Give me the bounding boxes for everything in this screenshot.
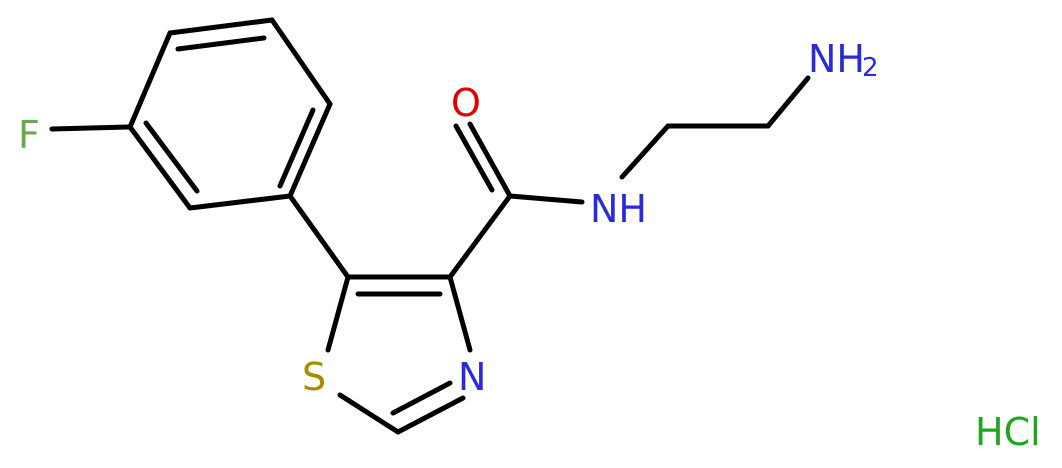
bond bbox=[395, 395, 466, 435]
fluorine-label: F bbox=[18, 113, 40, 157]
double-bond-inner bbox=[175, 35, 267, 52]
bond bbox=[269, 17, 333, 107]
ring-nitrogen-label: N bbox=[458, 355, 486, 399]
amide-nitrogen-label: NH bbox=[590, 187, 647, 231]
thiazole-ring bbox=[325, 274, 473, 435]
bond bbox=[127, 124, 193, 211]
sulfur-label: S bbox=[302, 355, 326, 399]
amine-subscript: 2 bbox=[862, 53, 879, 83]
carbonyl-double-bond bbox=[453, 123, 495, 193]
benzene-ring bbox=[127, 17, 333, 211]
bond bbox=[447, 274, 473, 353]
double-bond-inner bbox=[277, 107, 316, 189]
aryl-thiazole-bond bbox=[287, 193, 351, 280]
bond bbox=[325, 274, 351, 353]
bond bbox=[167, 17, 275, 36]
double-bond-inner bbox=[390, 380, 453, 416]
hydrochloride-label: HCl bbox=[975, 410, 1041, 454]
amine-nitrogen-label: NH bbox=[808, 37, 865, 81]
chain-bond bbox=[619, 123, 671, 180]
bond bbox=[337, 392, 401, 435]
double-bond-inner bbox=[143, 120, 200, 194]
bond bbox=[187, 193, 293, 211]
carbonyl-bond bbox=[447, 193, 513, 280]
bond bbox=[287, 101, 333, 199]
carbon-fluorine-bond bbox=[49, 124, 133, 132]
amide-bond bbox=[507, 193, 585, 205]
chain-bond bbox=[765, 75, 811, 129]
bond bbox=[127, 30, 173, 130]
oxygen-label: O bbox=[451, 81, 481, 125]
carbonyl-double-bond bbox=[467, 121, 513, 199]
